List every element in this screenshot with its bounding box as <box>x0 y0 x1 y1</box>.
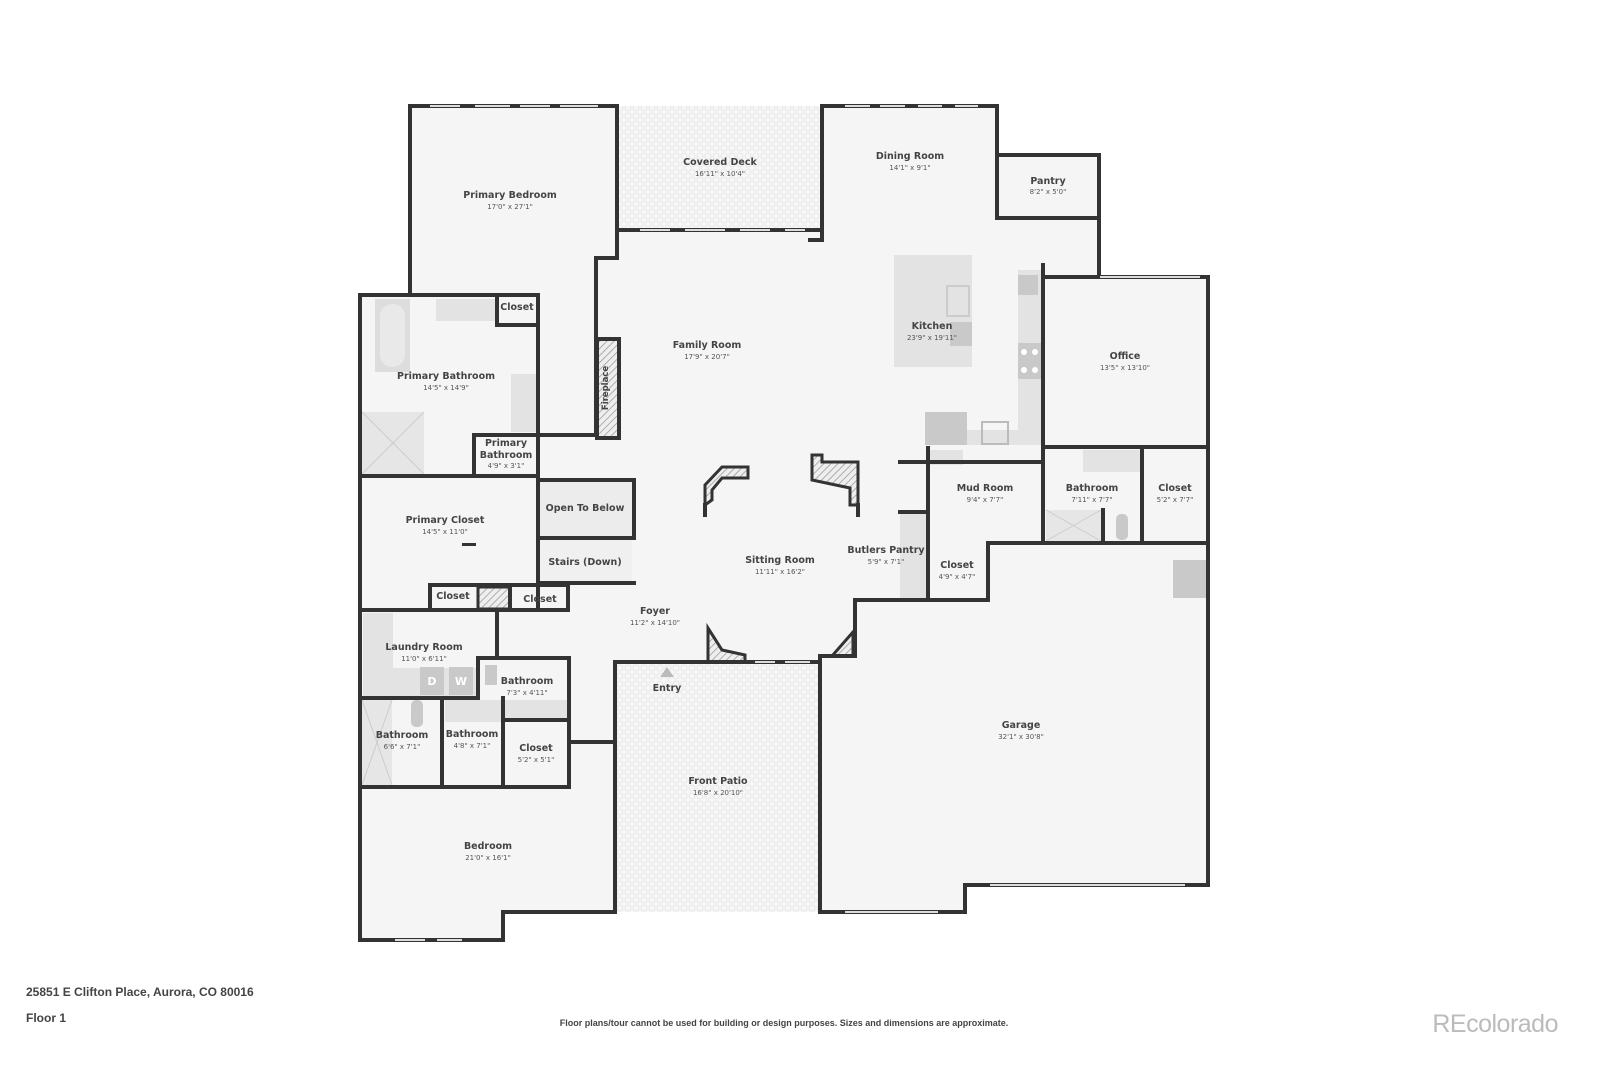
oven-icon <box>981 421 1009 445</box>
room-dims: 5'9" x 7'1" <box>868 558 905 566</box>
room-dims: 21'0" x 16'1" <box>465 854 511 862</box>
room-dims: 11'2" x 14'10" <box>630 619 680 627</box>
dryer-icon <box>420 667 444 695</box>
recolorado-watermark: REcolorado <box>1432 1010 1558 1038</box>
room-name: Primary Bathroom <box>397 371 495 382</box>
windows <box>395 105 1200 941</box>
room-dims: 11'11" x 16'2" <box>755 568 805 576</box>
room-dims: 5'2" x 7'7" <box>1157 496 1194 504</box>
refrigerator-icon <box>925 412 967 445</box>
room-dims: 4'9" x 3'1" <box>488 462 525 470</box>
room-name: Bathroom <box>1066 483 1119 494</box>
room-name: Family Room <box>673 340 742 351</box>
range-hood-icon <box>1018 275 1038 295</box>
room-name: Sitting Room <box>745 555 815 566</box>
shower-icon <box>361 699 393 786</box>
room-dims: 23'9" x 19'11" <box>907 334 957 342</box>
dryer-label: D <box>427 675 436 688</box>
room-name: Primary <box>485 438 528 449</box>
walls <box>358 104 1210 942</box>
room-dims: 7'3" x 4'11" <box>506 689 547 697</box>
room-name: Closet <box>500 302 534 313</box>
disclaimer: Floor plans/tour cannot be used for buil… <box>559 1018 1009 1028</box>
property-address: 25851 E Clifton Place, Aurora, CO 80016 <box>26 985 254 999</box>
room-name: Garage <box>1002 720 1041 731</box>
room-name: Primary Closet <box>406 515 485 526</box>
toilet-icon <box>1116 514 1128 540</box>
kitchen-island <box>894 255 972 367</box>
room-dims: 7'11" x 7'7" <box>1071 496 1112 504</box>
room-name: Foyer <box>640 606 670 617</box>
room-name: Bathroom <box>376 730 429 741</box>
column <box>706 622 747 664</box>
vanity <box>511 374 536 432</box>
room-dims: 14'1" x 9'1" <box>889 164 930 172</box>
room-dims: 14'5" x 14'9" <box>423 384 469 392</box>
room-dims: 16'11" x 10'4" <box>695 170 745 178</box>
closet-rod <box>462 543 476 546</box>
column <box>703 465 750 508</box>
room-dims: 5'2" x 5'1" <box>518 756 555 764</box>
room-labels: Primary Bedroom 17'0" x 27'1" Covered De… <box>376 151 1194 862</box>
room-name: Closet <box>523 594 557 605</box>
fixtures <box>361 255 1206 786</box>
stairs-icon <box>540 540 632 582</box>
room-name: Bedroom <box>464 841 512 852</box>
room-name: Closet <box>940 560 974 571</box>
shower-icon <box>361 411 425 475</box>
room-name: Closet <box>436 591 470 602</box>
room-name: Dining Room <box>876 151 944 162</box>
entry-arrow-icon <box>660 667 674 677</box>
room-name: Bathroom <box>501 676 554 687</box>
floor-fill <box>360 106 1208 940</box>
open-to-below-area <box>538 480 634 538</box>
room-dims: 32'1" x 30'8" <box>998 733 1044 741</box>
room-dims: 16'8" x 20'10" <box>693 789 743 797</box>
room-name: Mud Room <box>957 483 1014 494</box>
room-name: Covered Deck <box>683 157 757 168</box>
room-name: Primary Bedroom <box>463 190 557 201</box>
room-name: Office <box>1110 351 1141 362</box>
toilet-icon <box>411 700 423 727</box>
room-name: Closet <box>519 743 553 754</box>
room-dims: 4'8" x 7'1" <box>454 742 491 750</box>
cooktop-icon <box>1018 343 1042 379</box>
fireplace-label: Fireplace <box>601 366 611 410</box>
room-name: Front Patio <box>688 776 748 787</box>
toilet-icon <box>485 665 497 685</box>
room-dims: 17'0" x 27'1" <box>487 203 533 211</box>
vanity <box>436 299 496 321</box>
room-name: Kitchen <box>912 321 953 332</box>
room-dims: 17'9" x 20'7" <box>684 353 730 361</box>
dishwasher-icon <box>950 322 972 346</box>
chase <box>476 585 512 611</box>
room-dims: 4'9" x 4'7" <box>939 573 976 581</box>
room-name: Stairs (Down) <box>548 557 621 568</box>
room-name: Laundry Room <box>385 642 462 653</box>
floor-label: Floor 1 <box>26 1011 67 1025</box>
sink-icon <box>946 285 970 317</box>
washer-label: W <box>455 675 467 688</box>
room-dims: 14'5" x 11'0" <box>422 528 468 536</box>
room-dims: 13'5" x 13'10" <box>1100 364 1150 372</box>
room-name: Butlers Pantry <box>847 545 925 556</box>
room-dims: 8'2" x 5'0" <box>1030 188 1067 196</box>
room-dims: 6'6" x 7'1" <box>384 743 421 751</box>
room-name: Pantry <box>1030 176 1066 187</box>
room-name: Bathroom <box>480 450 533 461</box>
washer-icon <box>449 667 473 695</box>
room-name: Open To Below <box>546 503 625 514</box>
shower-icon <box>1045 509 1102 542</box>
garage-storage <box>1173 560 1206 598</box>
entry-label: Entry <box>653 683 682 694</box>
covered-deck-floor <box>617 106 822 230</box>
room-dims: 9'4" x 7'7" <box>967 496 1004 504</box>
room-name: Bathroom <box>446 729 499 740</box>
room-dims: 11'0" x 6'11" <box>401 655 447 663</box>
room-name: Closet <box>1158 483 1192 494</box>
front-patio-floor <box>615 662 820 912</box>
